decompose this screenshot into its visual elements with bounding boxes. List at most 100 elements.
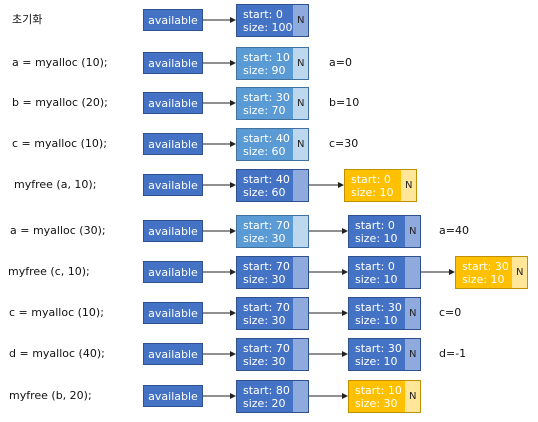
node-start-text: start: 70	[243, 259, 290, 273]
available-head-box: available	[143, 343, 203, 365]
node-next-pointer: N	[512, 257, 527, 288]
node-next-pointer: N	[293, 129, 308, 160]
node-size-text: size: 10	[351, 185, 394, 199]
result-label: a=40	[439, 224, 469, 237]
node-start-text: start: 40	[243, 172, 290, 186]
node-start-text: start: 40	[243, 131, 290, 145]
node-size-text: size: 60	[243, 185, 286, 199]
available-head-box: available	[143, 385, 203, 407]
available-head-box: available	[143, 9, 203, 31]
available-head-box: available	[143, 220, 203, 242]
node-size-text: size: 100	[243, 20, 293, 34]
node-start-text: start: 30	[355, 341, 402, 355]
node-next-pointer	[293, 298, 308, 329]
operation-label: b = myalloc (20);	[12, 96, 108, 109]
operation-label: myfree (c, 10);	[8, 265, 90, 278]
node-next-pointer	[293, 170, 308, 201]
node-start-text: start: 30	[243, 90, 290, 104]
operation-label: myfree (b, 20);	[9, 389, 92, 402]
node-start-text: start: 10	[243, 50, 290, 64]
node-next-pointer: N	[405, 216, 420, 247]
node-start-text: start: 0	[355, 218, 395, 232]
node-start-text: start: 30	[355, 300, 402, 314]
available-head-box: available	[143, 133, 203, 155]
operation-label: c = myalloc (10);	[9, 306, 104, 319]
node-start-text: start: 10	[355, 383, 402, 397]
node-next-pointer: N	[293, 5, 308, 36]
node-size-text: size: 70	[243, 103, 286, 117]
node-size-text: size: 10	[355, 272, 398, 286]
node-next-pointer: N	[401, 170, 416, 201]
node-size-text: size: 10	[355, 231, 398, 245]
node-start-text: start: 30	[462, 259, 509, 273]
node-size-text: size: 90	[243, 63, 286, 77]
node-size-text: size: 10	[355, 354, 398, 368]
node-start-text: start: 0	[351, 172, 391, 186]
node-size-text: size: 30	[243, 313, 286, 327]
operation-label: a = myalloc (30);	[10, 224, 106, 237]
result-label: b=10	[329, 96, 360, 109]
node-size-text: size: 20	[243, 396, 286, 410]
node-start-text: start: 70	[243, 300, 290, 314]
available-head-box: available	[143, 52, 203, 74]
result-label: c=30	[329, 137, 359, 150]
operation-label: a = myalloc (10);	[12, 56, 108, 69]
node-next-pointer	[293, 339, 308, 370]
operation-label: d = myalloc (40);	[9, 347, 105, 360]
available-head-box: available	[143, 92, 203, 114]
node-next-pointer: N	[293, 48, 308, 79]
available-head-box: available	[143, 174, 203, 196]
node-next-pointer: N	[405, 339, 420, 370]
node-next-pointer	[293, 381, 308, 412]
available-head-box: available	[143, 302, 203, 324]
node-start-text: start: 80	[243, 383, 290, 397]
node-size-text: size: 10	[355, 313, 398, 327]
node-next-pointer: N	[405, 298, 420, 329]
node-next-pointer	[405, 257, 420, 288]
node-next-pointer	[293, 257, 308, 288]
node-size-text: size: 30	[355, 396, 398, 410]
result-label: a=0	[329, 56, 352, 69]
available-head-box: available	[143, 261, 203, 283]
node-next-pointer	[293, 216, 308, 247]
node-size-text: size: 30	[243, 231, 286, 245]
node-next-pointer: N	[293, 88, 308, 119]
node-size-text: size: 30	[243, 272, 286, 286]
operation-label: 초기화	[12, 13, 43, 26]
node-start-text: start: 70	[243, 341, 290, 355]
node-start-text: start: 0	[355, 259, 395, 273]
result-label: d=-1	[439, 347, 467, 360]
